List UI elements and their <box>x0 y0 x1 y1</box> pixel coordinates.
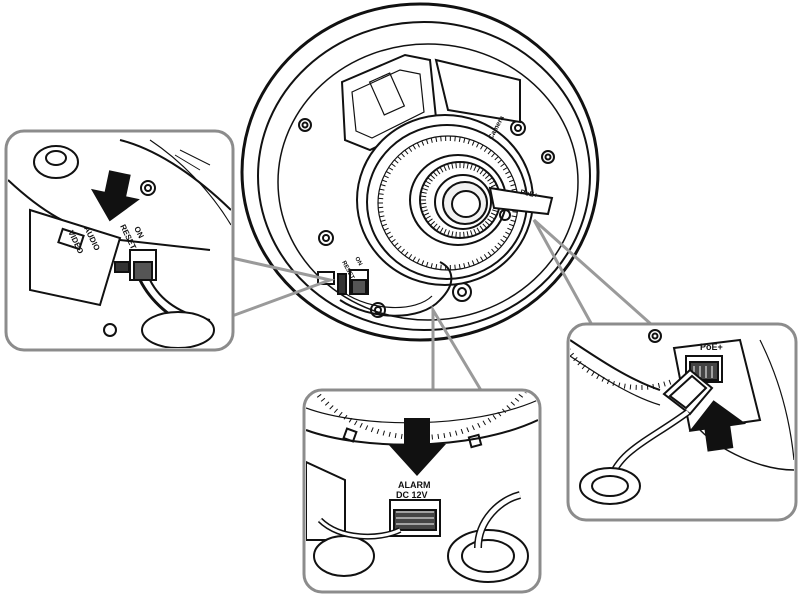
scale-tick <box>455 136 456 141</box>
scale-tick <box>379 212 384 213</box>
scale-tick <box>555 329 560 331</box>
bottom-alarm-label: ALARM <box>398 480 431 490</box>
scale-tick <box>455 265 456 270</box>
right-poe-label: PoE+ <box>700 342 723 352</box>
scale-tick <box>456 232 457 238</box>
scale-tick <box>560 339 564 341</box>
scale-tick <box>456 162 457 168</box>
callout-panel-right: PoE+ <box>555 324 796 520</box>
scale-tick <box>464 232 465 238</box>
scale-tick <box>420 196 426 197</box>
scale-tick <box>512 212 517 213</box>
callout-panel-bottom: ALARM DC 12V <box>304 390 540 592</box>
scale-tick <box>630 385 631 390</box>
callout-panel-left: VIDEO AUDIO RESET ON <box>6 131 233 350</box>
bottom-dc12v-label: DC 12V <box>396 490 428 500</box>
scale-tick <box>379 194 384 195</box>
scale-tick <box>464 162 465 168</box>
scale-tick <box>441 136 442 141</box>
scale-tick <box>420 203 426 204</box>
scale-tick <box>441 265 442 270</box>
dome-camera-body <box>242 4 598 340</box>
scale-tick <box>432 435 433 440</box>
scale-tick <box>558 334 563 336</box>
